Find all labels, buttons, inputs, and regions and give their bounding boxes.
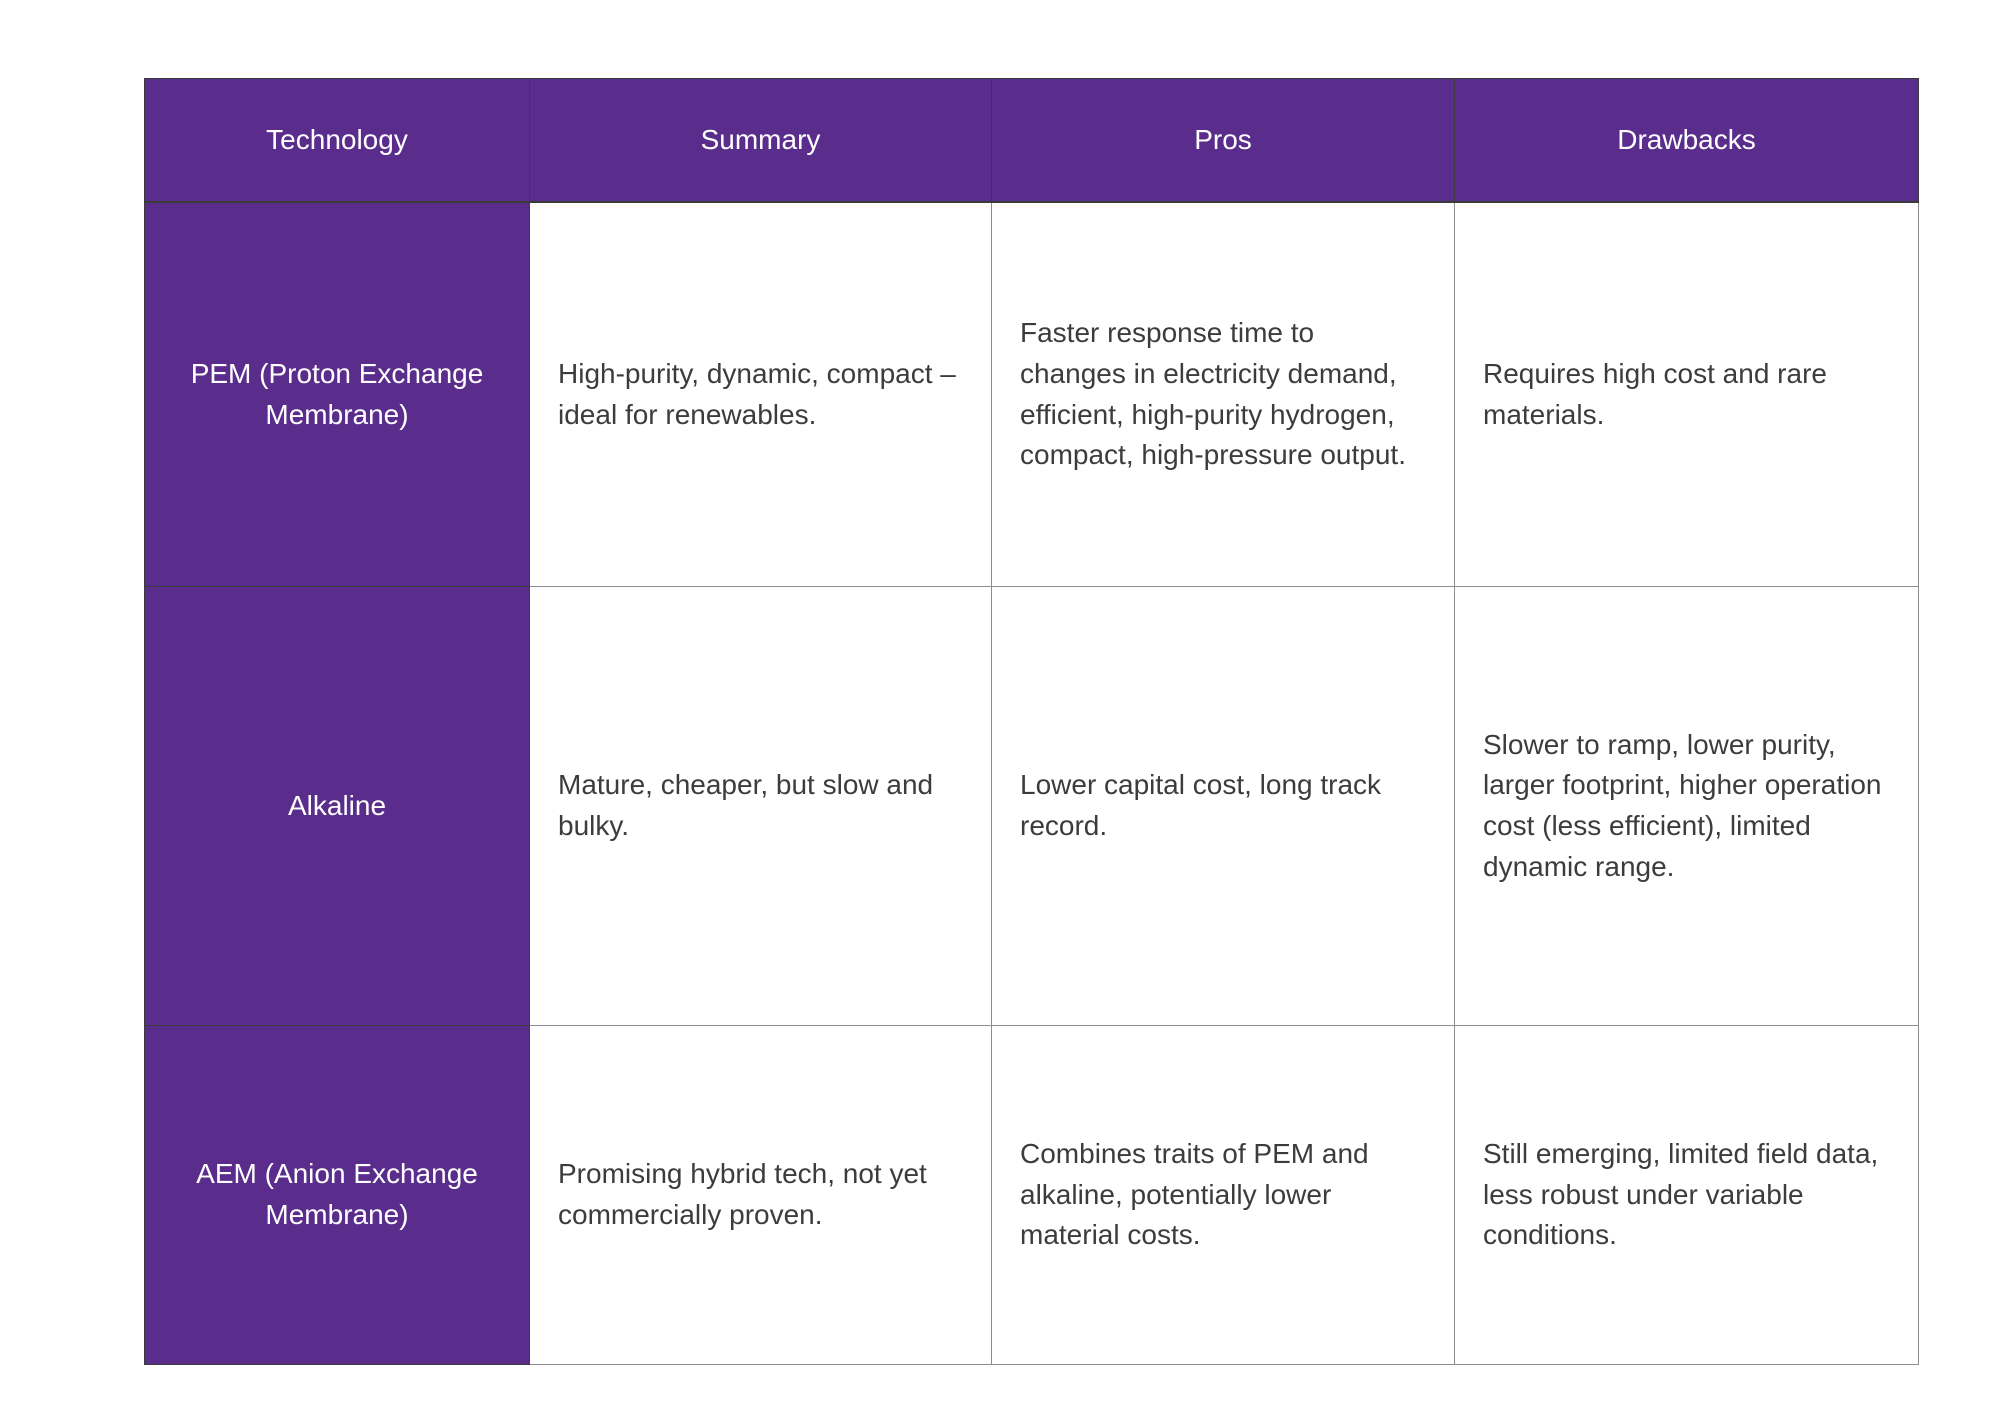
cell-technology: Alkaline [287,789,387,821]
table-header: Technology Summary Pros Drawbacks [144,78,1919,203]
header-row: Technology Summary Pros Drawbacks [144,78,1919,203]
column-header-summary: Summary [529,78,992,203]
cell-drawbacks-aem: Still emerging, limited field data, less… [1454,1025,1919,1365]
cell-pros-alkaline: Lower capital cost, long track record. [991,586,1455,1026]
cell-drawbacks-text: Still emerging, limited field data, less… [1483,1138,1879,1251]
table-row: AEM (Anion Exchange Membrane) Promising … [144,1025,1919,1365]
table-body: PEM (Proton Exchange Membrane) High-puri… [144,201,1919,1365]
cell-pros-pem: Faster response time to changes in elect… [991,201,1455,587]
cell-pros-aem: Combines traits of PEM and alkaline, pot… [991,1025,1455,1365]
column-header-drawbacks: Drawbacks [1454,78,1919,203]
comparison-table-container: Technology Summary Pros Drawbacks PEM (P… [144,78,1919,1365]
cell-summary-pem: High-purity, dynamic, compact – ideal fo… [529,201,992,587]
cell-pros-text: Faster response time to changes in elect… [1020,317,1406,471]
table-row: PEM (Proton Exchange Membrane) High-puri… [144,201,1919,587]
row-label-pem: PEM (Proton Exchange Membrane) [144,201,530,587]
electrolyzer-technology-comparison-table: Technology Summary Pros Drawbacks PEM (P… [144,78,1919,1365]
cell-pros-text: Combines traits of PEM and alkaline, pot… [1020,1138,1369,1251]
cell-summary-aem: Promising hybrid tech, not yet commercia… [529,1025,992,1365]
cell-summary-text: Mature, cheaper, but slow and bulky. [558,769,934,841]
cell-summary-alkaline: Mature, cheaper, but slow and bulky. [529,586,992,1026]
cell-drawbacks-text: Requires high cost and rare materials. [1483,357,1827,430]
cell-technology: PEM (Proton Exchange Membrane) [190,357,484,430]
cell-summary-text: High-purity, dynamic, compact – ideal fo… [558,357,956,430]
cell-technology: AEM (Anion Exchange Membrane) [196,1158,478,1230]
table-row: Alkaline Mature, cheaper, but slow and b… [144,586,1919,1026]
column-header-technology: Technology [144,78,530,203]
cell-summary-text: Promising hybrid tech, not yet commercia… [558,1158,927,1230]
column-header-pros: Pros [991,78,1455,203]
row-label-alkaline: Alkaline [144,586,530,1026]
cell-drawbacks-pem: Requires high cost and rare materials. [1454,201,1919,587]
cell-pros-text: Lower capital cost, long track record. [1020,769,1382,841]
cell-drawbacks-text: Slower to ramp, lower purity, larger foo… [1483,728,1882,882]
cell-drawbacks-alkaline: Slower to ramp, lower purity, larger foo… [1454,586,1919,1026]
row-label-aem: AEM (Anion Exchange Membrane) [144,1025,530,1365]
